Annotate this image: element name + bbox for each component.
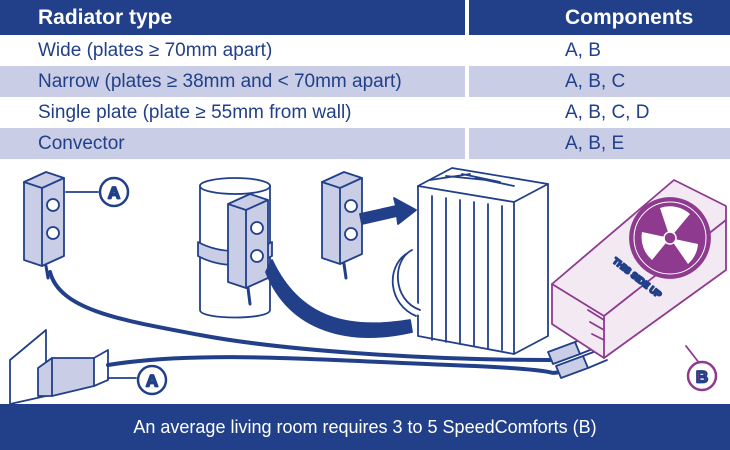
row-components: A, B, C [565, 70, 626, 92]
callout-a-adapter [107, 364, 168, 396]
table-header-row: Radiator type Components [0, 0, 730, 35]
callout-letter: A [146, 372, 158, 391]
callout-b-device [685, 345, 718, 392]
footer-note: An average living room requires 3 to 5 S… [0, 404, 730, 450]
installation-illustration: A A [9, 167, 727, 404]
header-radiator-type: Radiator type [38, 5, 173, 29]
movement-arrow-icon [265, 259, 413, 338]
callout-letter: A [108, 184, 120, 203]
row-radiator-type: Convector [38, 132, 125, 154]
table-row: Convector A, B, E [0, 128, 730, 159]
radiator-icon [391, 167, 549, 355]
row-components: A, B, E [565, 132, 625, 154]
row-components: A, B, C, D [565, 101, 650, 123]
row-radiator-type: Wide (plates ≥ 70mm apart) [38, 39, 273, 61]
callout-a-sensor [65, 176, 130, 208]
insert-arrow-icon [359, 197, 417, 225]
temperature-sensor-icon [23, 171, 65, 280]
callout-letter: B [696, 368, 708, 387]
row-radiator-type: Narrow (plates ≥ 38mm and < 70mm apart) [38, 70, 402, 92]
inserted-sensor-icon [321, 171, 363, 280]
sensor-cable [48, 270, 562, 375]
header-components: Components [565, 5, 694, 29]
power-adapter-icon [37, 349, 109, 397]
footer-note-text: An average living room requires 3 to 5 S… [133, 416, 597, 437]
components-table: Radiator type Components Wide (plates ≥ … [0, 0, 730, 159]
row-components: A, B [565, 39, 601, 61]
column-divider [465, 0, 469, 159]
speedcomfort-device-icon [551, 179, 727, 359]
row-radiator-type: Single plate (plate ≥ 55mm from wall) [38, 101, 352, 123]
table-row: Single plate (plate ≥ 55mm from wall) A,… [0, 97, 730, 128]
table-row: Wide (plates ≥ 70mm apart) A, B [0, 35, 730, 66]
table-row: Narrow (plates ≥ 38mm and < 70mm apart) … [0, 66, 730, 97]
strapped-sensor-icon [227, 193, 269, 306]
